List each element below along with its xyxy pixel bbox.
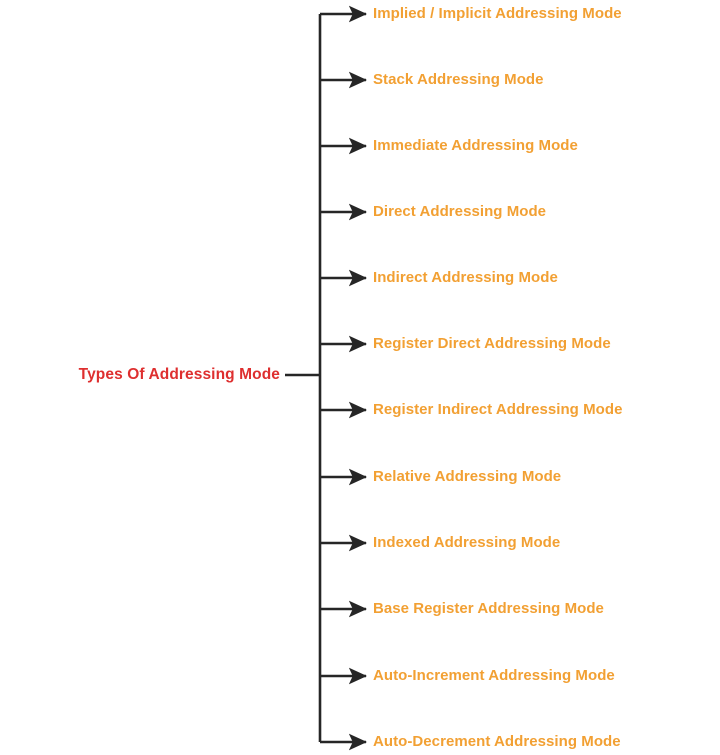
branch-node-label-2: Stack Addressing Mode: [373, 71, 544, 88]
branch-node-label-6: Register Direct Addressing Mode: [373, 335, 611, 352]
branch-node-label-7: Register Indirect Addressing Mode: [373, 401, 623, 418]
branch-node-label-5: Indirect Addressing Mode: [373, 269, 558, 286]
branch-node-label-1: Implied / Implicit Addressing Mode: [373, 5, 622, 22]
branch-node-label-10: Base Register Addressing Mode: [373, 600, 604, 617]
branch-node-label-11: Auto-Increment Addressing Mode: [373, 667, 615, 684]
branch-node-label-9: Indexed Addressing Mode: [373, 534, 561, 551]
branch-node-label-8: Relative Addressing Mode: [373, 468, 562, 485]
connector-group: [285, 5, 368, 751]
root-node-label: Types Of Addressing Mode: [78, 366, 280, 383]
branch-node-label-12: Auto-Decrement Addressing Mode: [373, 733, 621, 750]
branch-node-label-3: Immediate Addressing Mode: [373, 137, 578, 154]
branch-node-label-4: Direct Addressing Mode: [373, 203, 547, 220]
